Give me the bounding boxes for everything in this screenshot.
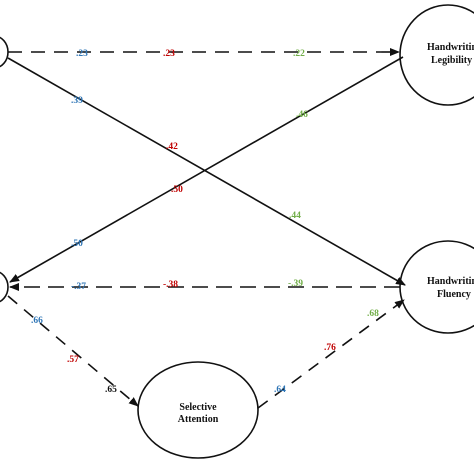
coef-cross-down-green: .44	[289, 211, 301, 221]
handwriting-legibility-node	[399, 4, 474, 106]
coef-cross-down-blue: .39	[71, 96, 83, 106]
coef-bottom-green: -.39	[288, 279, 303, 289]
coef-cross-up-green: .46	[296, 110, 308, 120]
path-attention-to-fluency	[257, 299, 405, 409]
coef-att-fluency-red: .76	[324, 343, 336, 353]
path-top-to-fluency	[7, 57, 406, 286]
coef-top-green: .22	[293, 49, 305, 59]
coef-cross-up-red: .50	[171, 185, 183, 195]
attention-label-line1: Selective	[179, 402, 217, 413]
predictor-bottom-node	[0, 271, 9, 303]
coef-attention-black: .65	[105, 385, 117, 395]
attention-label-line2: Attention	[178, 414, 219, 425]
coef-bottom-red: -.38	[163, 280, 178, 290]
selective-attention-node	[137, 361, 259, 459]
predictor-top-node	[0, 36, 9, 68]
coef-att-fluency-green: .68	[367, 309, 379, 319]
path-bottom-to-legibility	[9, 56, 404, 283]
coef-attention-blue: .66	[31, 316, 43, 326]
fluency-label-line2: Fluency	[437, 289, 471, 300]
handwriting-fluency-node	[399, 240, 474, 334]
coef-att-fluency-blue: .64	[274, 385, 286, 395]
coef-bottom-blue: -.37	[71, 282, 86, 292]
coef-cross-down-red: .42	[166, 142, 178, 152]
coef-top-blue: .23	[76, 49, 88, 59]
coef-attention-red: .57	[67, 355, 79, 365]
legibility-label-line2: Legibility	[431, 55, 472, 66]
path-bottom-to-attention	[7, 295, 139, 407]
legibility-label-line1: Handwriting	[427, 42, 474, 53]
coef-cross-up-blue: .50	[71, 239, 83, 249]
coef-top-red: .23	[163, 49, 175, 59]
fluency-label-line1: Handwriting	[427, 276, 474, 287]
